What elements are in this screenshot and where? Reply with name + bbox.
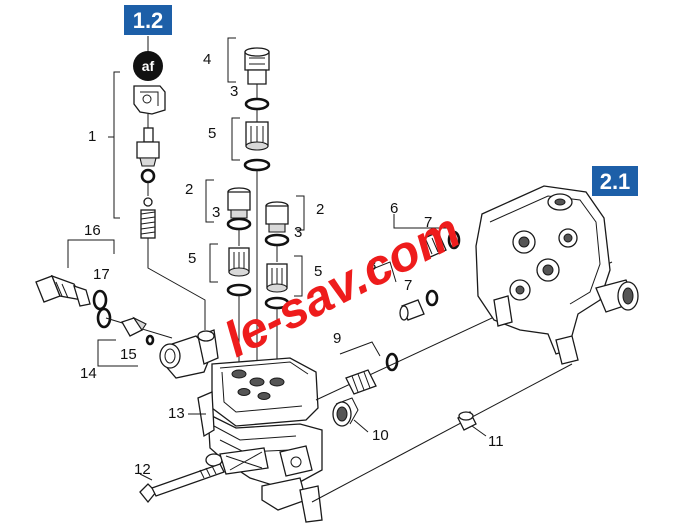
callout-3b: 3 [212, 204, 220, 221]
callout-5a: 5 [208, 125, 216, 142]
bracket-5-left [209, 243, 218, 283]
badge-2-1-label: 2.1 [600, 169, 631, 194]
valve-part-5-right [266, 263, 288, 293]
valve-part-5-left [228, 247, 250, 277]
callout-2a: 2 [185, 181, 193, 198]
plug-part-2-left [227, 187, 251, 219]
badge-1-2-label: 1.2 [133, 8, 164, 33]
callout-17: 17 [93, 266, 110, 283]
callout-14: 14 [80, 365, 97, 382]
plug-part-2-right [265, 201, 289, 233]
bracket-8 [369, 261, 397, 283]
spring-valve-part-9 [345, 352, 399, 395]
o-ring-1 [140, 168, 156, 184]
callout-4: 4 [203, 51, 211, 68]
callout-11: 11 [488, 433, 504, 450]
seal-part-10 [332, 397, 359, 427]
ball-part [143, 197, 153, 207]
callout-16: 16 [84, 222, 101, 239]
leader-axis-1 [147, 238, 206, 330]
o-ring-3-top [244, 97, 270, 111]
bracket-6 [393, 214, 448, 229]
bracket-4 [227, 37, 236, 83]
bracket-2-right [296, 195, 305, 231]
callout-15: 15 [120, 346, 137, 363]
o-ring-17 [92, 289, 112, 329]
callout-1: 1 [88, 128, 96, 145]
fitting-part-15 [121, 316, 155, 346]
pump-head-housing [475, 185, 639, 365]
bracket-14-15 [97, 339, 138, 367]
bracket-2-left [205, 179, 214, 223]
bracket-5-right [294, 255, 303, 297]
o-ring-3-right [264, 233, 290, 247]
callout-9: 9 [333, 330, 341, 347]
plug-part-11 [457, 411, 477, 431]
valve-part-5-top [245, 121, 269, 151]
axis-lower-right [311, 363, 573, 503]
af-symbol-label: af [142, 58, 155, 74]
callout-5c: 5 [314, 263, 322, 280]
callout-2b: 2 [316, 201, 324, 218]
callout-3a: 3 [230, 83, 238, 100]
callout-10: 10 [372, 427, 389, 444]
callout-12: 12 [134, 461, 151, 478]
bracket-16 [67, 239, 115, 268]
plug-part-4 [244, 47, 270, 85]
hose-connector-part [35, 274, 91, 307]
bolt-part-12 [139, 463, 225, 504]
pump-housing-part [159, 329, 323, 523]
spring-part [140, 209, 156, 239]
badge-2-1: 2.1 [592, 166, 638, 196]
badge-1-2: 1.2 [124, 5, 172, 35]
valve-stem-part [136, 127, 160, 167]
callout-8: 8 [368, 257, 376, 274]
callout-3c: 3 [294, 224, 302, 241]
bracket-5-top [231, 117, 240, 161]
o-ring-5-top [243, 158, 271, 172]
plug-part-8 [399, 289, 439, 321]
bracket-1 [108, 71, 120, 219]
callout-6: 6 [390, 200, 398, 217]
callout-7a: 7 [424, 214, 432, 231]
callout-5b: 5 [188, 250, 196, 267]
bracket-clip-part [133, 85, 166, 115]
watermark-text: le-sav.com [216, 202, 469, 368]
o-ring-3-left [226, 217, 252, 231]
valve-part-6 [419, 230, 461, 259]
o-ring-5-left [226, 283, 252, 297]
af-symbol-icon: af [133, 51, 163, 81]
bracket-9 [339, 341, 381, 357]
callout-7b: 7 [404, 277, 412, 294]
callout-13: 13 [168, 405, 185, 422]
